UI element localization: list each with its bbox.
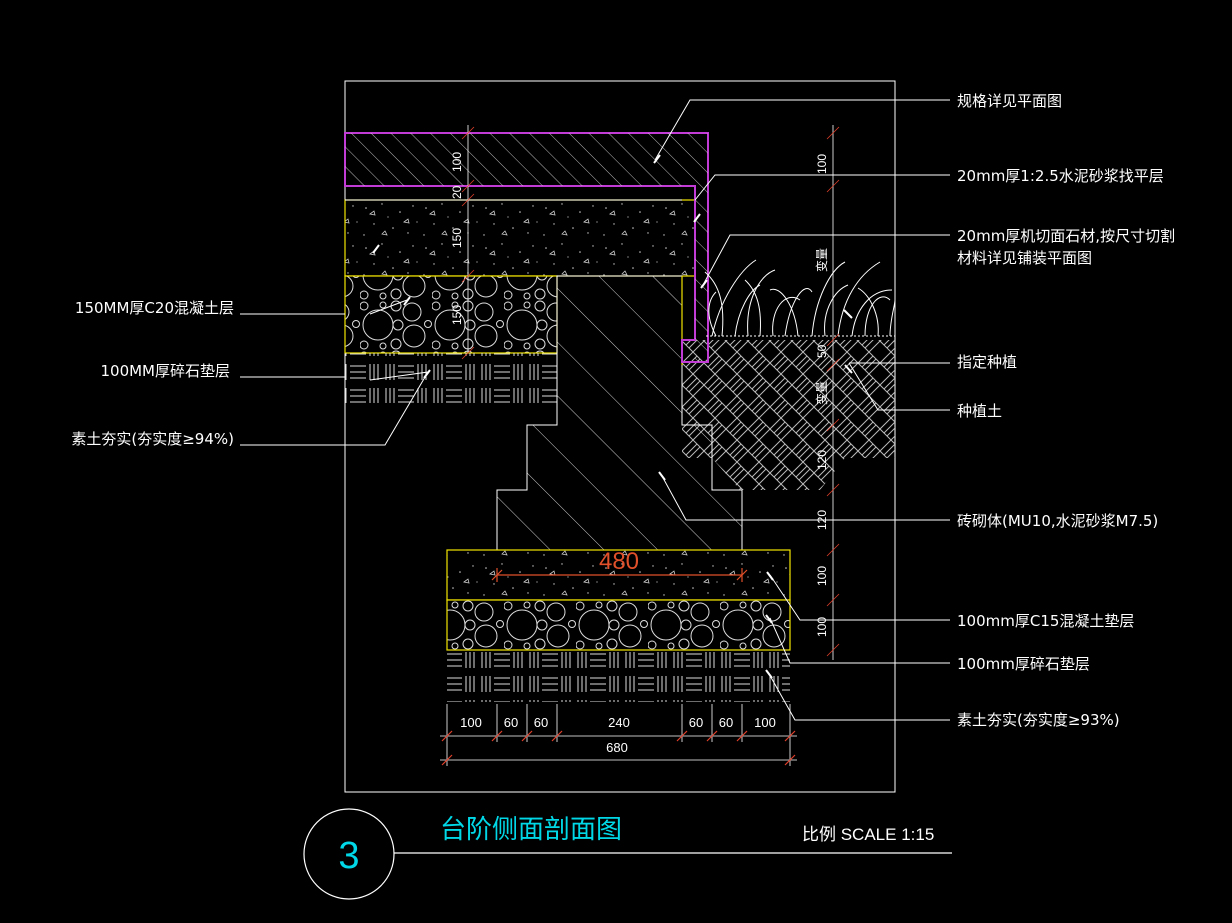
- dim-bottom-1: 60: [504, 715, 518, 730]
- label-planting: 指定种植: [957, 353, 1017, 371]
- dim-inner-mortar: 20: [450, 185, 464, 199]
- inner-dimension-line: [461, 125, 475, 360]
- dim-bottom-0: 100: [460, 715, 482, 730]
- label-soil-93: 素土夯实(夯实度≥93%): [957, 711, 1120, 729]
- detail-number: 3: [338, 835, 359, 877]
- label-gravel-bottom: 100mm厚碎石垫层: [957, 655, 1090, 673]
- footing-compacted-soil: [447, 650, 790, 702]
- footing-gravel: [446, 599, 791, 651]
- dim-bottom-6: 100: [754, 715, 776, 730]
- dim-bottom-4: 60: [689, 715, 703, 730]
- dim-inner-concrete: 150: [450, 228, 464, 248]
- label-concrete-150: 150MM厚C20混凝土层: [75, 299, 234, 317]
- dim-right-120b: 120: [815, 510, 829, 530]
- dim-bottom-2: 60: [534, 715, 548, 730]
- label-stone-1: 20mm厚机切面石材,按尺寸切割: [957, 227, 1175, 245]
- label-soil-94: 素土夯实(夯实度≥94%): [71, 430, 234, 448]
- scale-label: 比例 SCALE 1:15: [802, 825, 934, 844]
- dim-varies-2: 变量: [814, 381, 829, 405]
- planting-soil-fill: [682, 340, 895, 490]
- footing-width-dimension: [491, 568, 748, 582]
- dim-right-100a: 100: [815, 566, 829, 586]
- stone-finish-hatch: [345, 133, 708, 362]
- dim-inner-top: 100: [450, 152, 464, 172]
- drawing-title: 台阶侧面剖面图: [440, 815, 622, 845]
- dim-total: 680: [606, 740, 628, 755]
- label-masonry: 砖砌体(MU10,水泥砂浆M7.5): [957, 512, 1158, 530]
- label-gravel-100: 100MM厚碎石垫层: [100, 362, 230, 380]
- compacted-soil-upper: [345, 353, 557, 403]
- grass-icon: [704, 259, 896, 337]
- label-soil: 种植土: [957, 402, 1002, 420]
- concrete-150-layer: [344, 199, 696, 277]
- dim-bottom-3: 240: [608, 715, 630, 730]
- gravel-upper-layer: [344, 275, 558, 354]
- dim-right-50: 50: [815, 344, 829, 358]
- detail-number-circle: [303, 808, 395, 900]
- dim-bottom-5: 60: [719, 715, 733, 730]
- leader-lines: [240, 99, 950, 721]
- dim-right-120a: 120: [815, 450, 829, 470]
- label-stone-2: 材料详见铺装平面图: [957, 249, 1092, 267]
- dim-right-top: 100: [815, 154, 829, 174]
- footing-width-label: 480: [599, 548, 639, 575]
- bottom-dimension-ticks: [441, 730, 796, 766]
- label-concrete-c15: 100mm厚C15混凝土垫层: [957, 612, 1134, 630]
- dim-varies-1: 变量: [814, 248, 829, 272]
- dim-inner-gravel: 150: [450, 305, 464, 325]
- label-spec: 规格详见平面图: [957, 92, 1062, 110]
- dim-right-100b: 100: [815, 617, 829, 637]
- right-dimension-line: [826, 125, 840, 660]
- leader-ticks: [372, 154, 853, 679]
- label-mortar: 20mm厚1:2.5水泥砂浆找平层: [957, 167, 1164, 185]
